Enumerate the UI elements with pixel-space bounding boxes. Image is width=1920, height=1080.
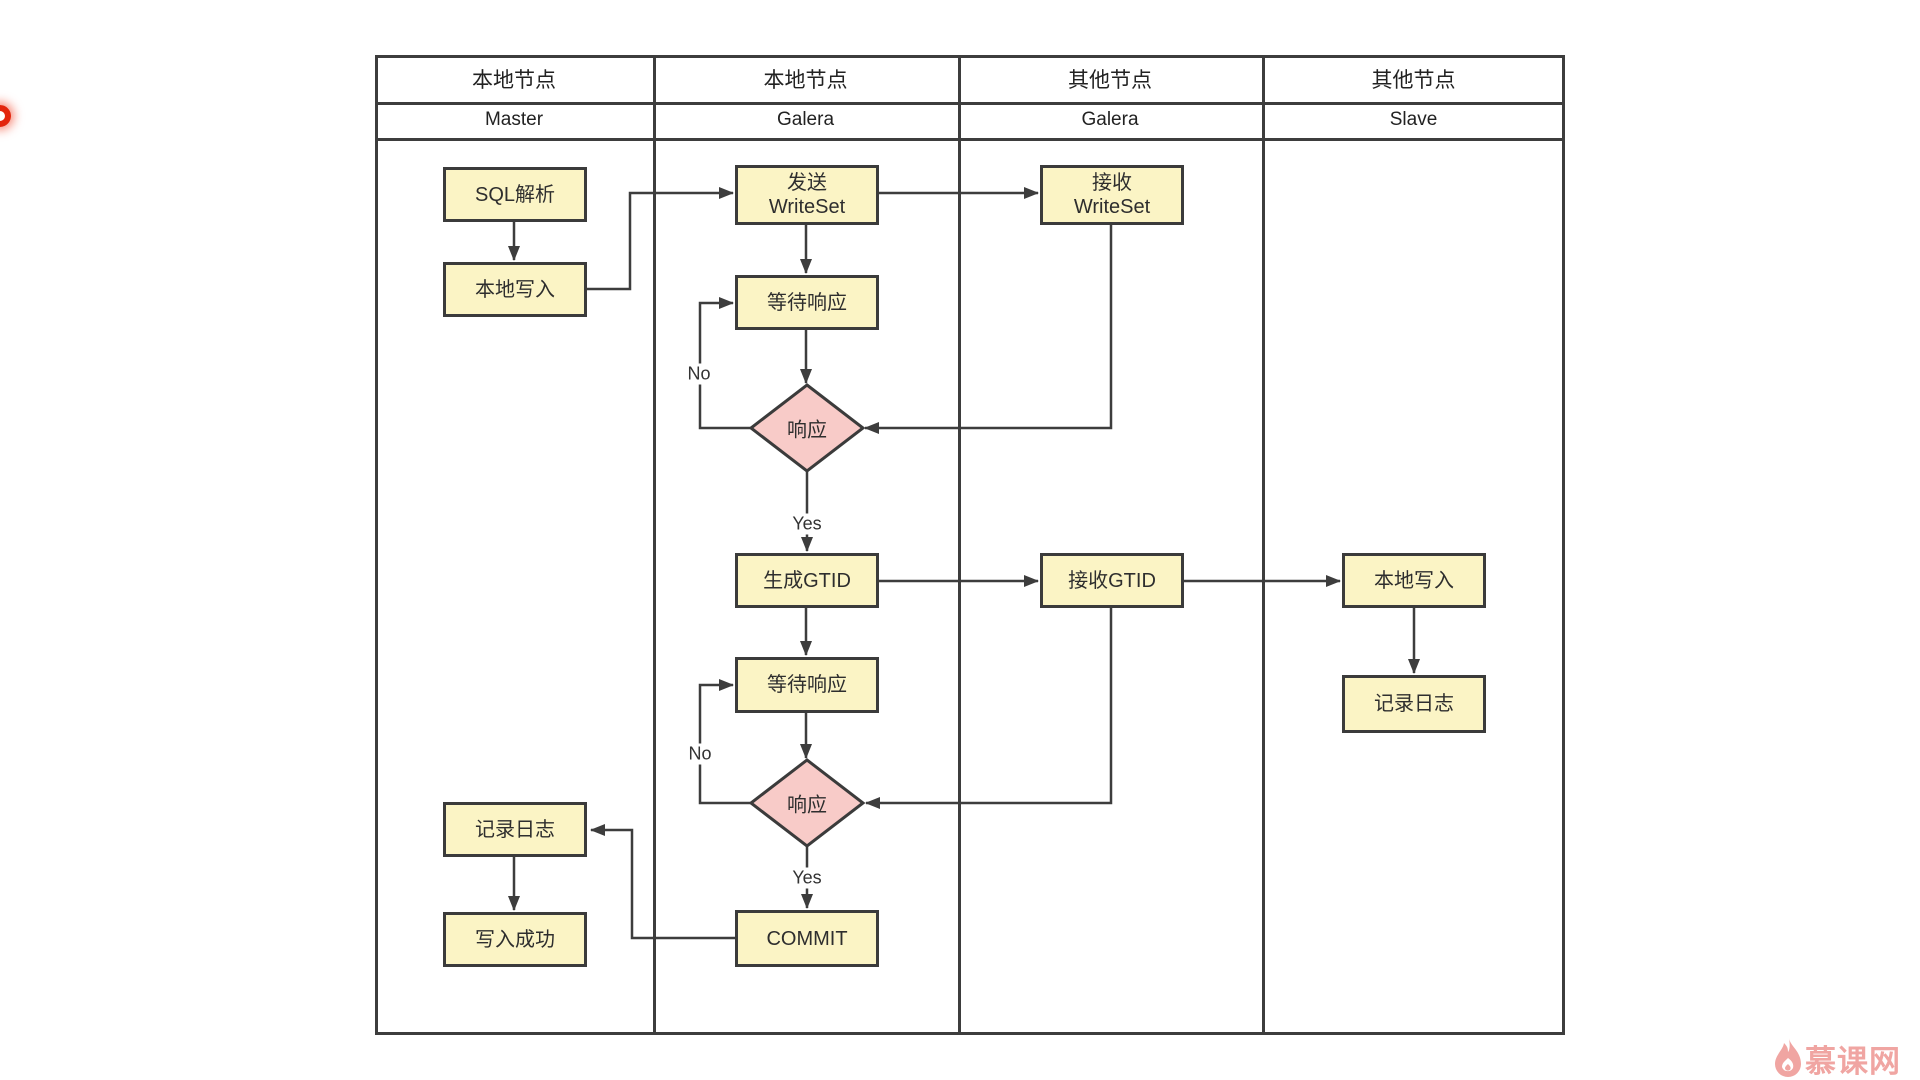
header-divider-1	[375, 102, 1565, 105]
lane4-group-header: 其他节点	[1371, 68, 1456, 92]
node-log-slave: 记录日志	[1342, 675, 1486, 733]
node-local-write-master: 本地写入	[443, 262, 587, 317]
decision1-label: 响应	[787, 419, 827, 442]
lane3-group-header: 其他节点	[1068, 68, 1152, 92]
swimlane-border	[375, 55, 1565, 1035]
decision1-yes-label: Yes	[789, 513, 825, 535]
node-local-write-slave: 本地写入	[1342, 553, 1486, 608]
node-send-writeset: 发送 WriteSet	[735, 165, 879, 225]
node-recv-writeset-line2: WriteSet	[1073, 196, 1151, 218]
node-log-slave-label: 记录日志	[1374, 693, 1454, 715]
lane2-role-header: Galera	[776, 109, 835, 130]
node-recv-writeset-line1: 接收	[1092, 172, 1132, 194]
node-sql-parse-label: SQL解析	[474, 183, 556, 206]
node-commit: COMMIT	[735, 910, 879, 967]
node-write-success: 写入成功	[443, 912, 587, 967]
node-local-write-slave-label: 本地写入	[1374, 569, 1454, 592]
lane-divider-2	[958, 55, 961, 1035]
lane-divider-1	[653, 55, 656, 1035]
decision1-no-label: No	[684, 363, 714, 385]
lane-divider-3	[1262, 55, 1265, 1035]
node-recv-writeset: 接收 WriteSet	[1040, 165, 1184, 225]
node-send-writeset-line2: WriteSet	[768, 196, 846, 218]
node-wait-response-1-label: 等待响应	[767, 291, 847, 314]
decision2-label: 响应	[787, 794, 827, 817]
imooc-watermark: 慕课网	[1773, 1036, 1901, 1080]
node-commit-label: COMMIT	[766, 927, 848, 950]
decision2-yes-label: Yes	[789, 867, 825, 889]
node-local-write-master-label: 本地写入	[475, 278, 555, 301]
node-wait-response-1: 等待响应	[735, 275, 879, 330]
lane1-role-header: Master	[484, 109, 544, 130]
node-recv-gtid: 接收GTID	[1040, 553, 1184, 608]
node-wait-response-2-label: 等待响应	[767, 674, 847, 696]
lane4-role-header: Slave	[1389, 109, 1438, 130]
node-log-master-label: 记录日志	[475, 818, 555, 841]
screen-marker-dot	[0, 105, 11, 127]
node-log-master: 记录日志	[443, 802, 587, 857]
edge-commit-to-log	[590, 824, 735, 940]
watermark-text: 慕课网	[1805, 1044, 1901, 1079]
node-send-writeset-line1: 发送	[787, 172, 827, 194]
lane2-group-header: 本地节点	[763, 68, 848, 92]
decision2-no-label: No	[685, 743, 715, 765]
lane1-group-header: 本地节点	[472, 68, 556, 92]
node-gen-gtid: 生成GTID	[735, 553, 879, 608]
flame-icon	[1775, 1037, 1801, 1077]
decision1-diamond	[748, 383, 866, 473]
edge-recvwriteset-to-decision1	[864, 225, 1113, 434]
node-sql-parse: SQL解析	[443, 167, 587, 222]
decision2-diamond	[748, 758, 866, 848]
node-recv-gtid-label: 接收GTID	[1068, 569, 1156, 592]
edge-localwrite-to-sendwriteset	[587, 187, 734, 291]
edge-recvgtid-to-decision2	[865, 608, 1113, 809]
header-divider-2	[375, 138, 1565, 141]
node-wait-response-2: 等待响应	[735, 657, 879, 713]
lane3-role-header: Galera	[1081, 109, 1139, 130]
node-write-success-label: 写入成功	[475, 928, 555, 951]
node-gen-gtid-label: 生成GTID	[763, 569, 851, 592]
